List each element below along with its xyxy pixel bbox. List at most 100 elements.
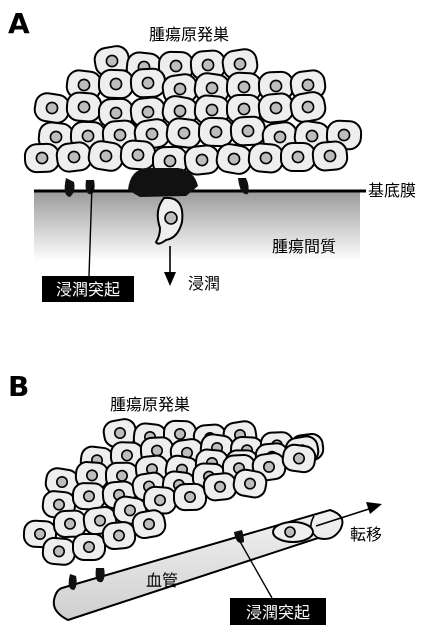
cell-nucleus [84, 542, 94, 552]
cell-nucleus [146, 128, 157, 139]
cell-nucleus [125, 505, 135, 515]
tumor-cell [215, 142, 253, 175]
cell-nucleus [78, 101, 89, 112]
tumor-cell [87, 140, 125, 173]
tumor-cell [130, 68, 165, 98]
invading-cell-nucleus [165, 212, 177, 224]
tumor-cell [42, 537, 76, 566]
tumor-cell [174, 484, 206, 511]
cell-nucleus [122, 450, 132, 460]
tumor-cell [33, 92, 71, 125]
panel-b-letter: B [8, 370, 29, 403]
cell-nucleus [196, 154, 207, 165]
tumor-cell [281, 143, 315, 171]
circulating-cell-nucleus [285, 527, 295, 537]
cell-nucleus [54, 499, 64, 509]
tumor-cell [99, 69, 134, 98]
tumor-cell [55, 141, 92, 173]
metastasis-label: 転移 [350, 525, 382, 544]
tumor-cell [66, 92, 102, 122]
cell-nucleus [78, 79, 89, 90]
stroma-label: 腫瘍間質 [272, 237, 336, 256]
tumor-cell [258, 93, 294, 124]
cell-nucleus [264, 462, 274, 472]
cell-nucleus [84, 491, 94, 501]
cell-nucleus [242, 125, 253, 136]
cell-nucleus [152, 445, 162, 455]
tumor-cell [230, 116, 265, 146]
vessel-protrusion-2 [96, 568, 105, 582]
cell-nucleus [338, 129, 349, 140]
tumor-cell [102, 521, 136, 550]
cell-nucleus [228, 153, 239, 164]
cell-nucleus [238, 81, 249, 92]
cell-nucleus [132, 149, 143, 160]
cell-nucleus [142, 106, 153, 117]
cell-nucleus [155, 495, 165, 505]
tumor-cell [281, 443, 316, 473]
tumor-cell [73, 483, 105, 510]
cell-nucleus [68, 151, 79, 162]
cell-nucleus [100, 150, 111, 161]
panel-a-letter: A [8, 7, 30, 40]
cell-nucleus [142, 77, 153, 88]
cell-nucleus [65, 519, 75, 529]
cell-nucleus [36, 152, 47, 163]
vessel-protrusion-1 [69, 574, 77, 590]
cell-nucleus [144, 519, 154, 529]
cell-nucleus [324, 150, 335, 161]
tumor-cell [165, 117, 202, 149]
cell-nucleus [170, 60, 181, 71]
cell-nucleus [50, 131, 61, 142]
cell-nucleus [114, 129, 125, 140]
cell-nucleus [54, 546, 64, 556]
cell-nucleus [270, 80, 281, 91]
tumor-cell-cluster-a [25, 44, 362, 175]
cell-nucleus [95, 515, 105, 525]
vessel-label: 血管 [146, 571, 178, 590]
cell-nucleus [215, 482, 225, 492]
cell-nucleus [175, 429, 185, 439]
tumor-cell [248, 143, 284, 174]
cell-nucleus [82, 130, 93, 141]
tumor-cell [25, 143, 60, 172]
cell-nucleus [174, 83, 185, 94]
panel-b: B 腫瘍原発巣 転移 血管 浸潤突起 [8, 370, 382, 625]
tumor-cell [203, 472, 238, 501]
cell-nucleus [202, 59, 213, 70]
tumor-cell [120, 140, 156, 170]
cell-nucleus [46, 102, 57, 113]
process-label-b: 浸潤突起 [246, 603, 310, 622]
membrane-label: 基底膜 [368, 181, 416, 200]
cell-nucleus [302, 101, 313, 112]
cell-nucleus [206, 82, 217, 93]
cell-nucleus [292, 151, 303, 162]
invasive-cell-mass [128, 168, 198, 197]
cell-nucleus [306, 130, 317, 141]
cell-nucleus [164, 155, 175, 166]
tumor-cell [312, 141, 348, 172]
cell-nucleus [210, 126, 221, 137]
process-label-a: 浸潤突起 [56, 280, 120, 299]
cell-nucleus [174, 105, 185, 116]
cell-nucleus [185, 492, 195, 502]
invadopodium-protrusion-2 [86, 180, 95, 194]
cell-nucleus [274, 131, 285, 142]
invasion-label: 浸潤 [188, 274, 220, 293]
cell-nucleus [245, 478, 255, 488]
cell-nucleus [106, 55, 117, 66]
cell-nucleus [87, 470, 97, 480]
cell-nucleus [114, 530, 124, 540]
cell-nucleus [294, 453, 304, 463]
cell-nucleus [260, 152, 271, 163]
cell-nucleus [302, 79, 313, 90]
cell-nucleus [57, 477, 67, 487]
cell-nucleus [270, 102, 281, 113]
cell-nucleus [35, 529, 45, 539]
cell-nucleus [117, 471, 127, 481]
cell-nucleus [110, 107, 121, 118]
panel-a: A 腫瘍原発巣 基底膜 腫瘍間質 浸潤 浸潤突起 [8, 7, 416, 302]
tumor-cell [73, 534, 105, 560]
tumor-cell [143, 486, 177, 514]
